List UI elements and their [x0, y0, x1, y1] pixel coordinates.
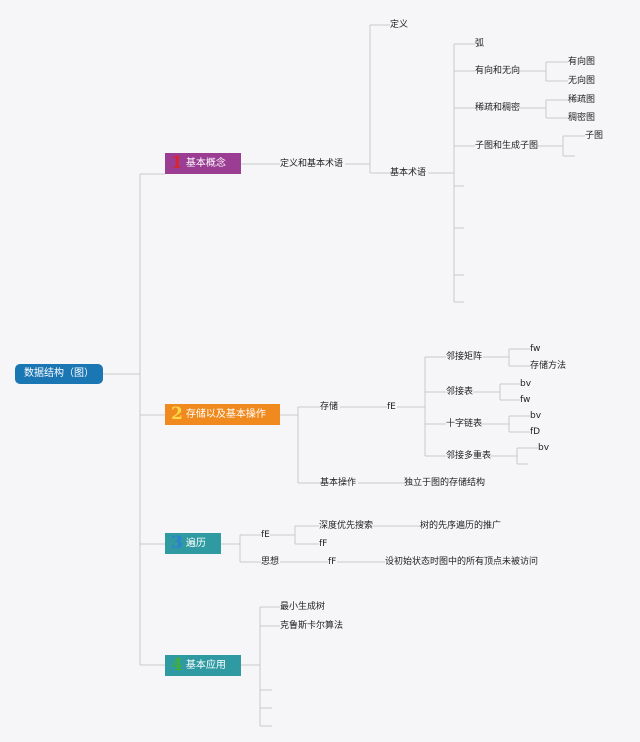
node-adjacency-matrix[interactable]: 邻接矩阵 [446, 352, 483, 362]
node-idea[interactable]: 思想 [261, 557, 280, 567]
node-dfs-note[interactable]: 树的先序遍历的推广 [420, 521, 502, 531]
node-dfs[interactable]: 深度优先搜索 [319, 521, 374, 531]
node-directed-undirected[interactable]: 有向和无向 [475, 66, 521, 76]
node-adjacency-matrix-b[interactable]: 存储方法 [530, 361, 567, 371]
node-adjacency-multilist-a[interactable]: bv [538, 443, 550, 453]
node-minimum-spanning-tree[interactable]: 最小生成树 [280, 602, 326, 612]
node-adjacency-list-b[interactable]: fw [520, 395, 531, 405]
node-traversal-fe[interactable]: fE [261, 530, 270, 540]
node-basic-operations[interactable]: 基本操作 [320, 478, 357, 488]
node-idea-note[interactable]: 设初始状态时图中的所有顶点未被访问 [385, 557, 539, 567]
node-sparse-dense[interactable]: 稀疏和稠密 [475, 103, 521, 113]
node-undirected-graph[interactable]: 无向图 [568, 76, 596, 86]
node-orthogonal-list-b[interactable]: fD [530, 427, 541, 437]
node-traversal-ff[interactable]: fF [319, 539, 328, 549]
node-kruskal[interactable]: 克鲁斯卡尔算法 [280, 621, 344, 631]
topic-label: 存储以及基本操作 [185, 409, 266, 420]
node-adjacency-list[interactable]: 邻接表 [446, 387, 474, 397]
topic-label: 遍历 [185, 538, 206, 549]
node-basic-terms[interactable]: 基本术语 [390, 168, 427, 178]
topic-label: 基本概念 [185, 158, 226, 169]
node-definition[interactable]: 定义 [390, 20, 409, 30]
node-directed-graph[interactable]: 有向图 [568, 57, 596, 67]
node-sparse-graph[interactable]: 稀疏图 [568, 95, 596, 105]
node-orthogonal-list-a[interactable]: bv [530, 411, 542, 421]
node-adjacency-multilist[interactable]: 邻接多重表 [446, 451, 492, 461]
node-adjacency-matrix-a[interactable]: fw [530, 344, 541, 354]
node-arc[interactable]: 弧 [475, 39, 485, 49]
node-basic-operations-note[interactable]: 独立于图的存储结构 [404, 478, 486, 488]
node-storage-sub[interactable]: fE [387, 402, 396, 412]
node-subgraph-spanning[interactable]: 子图和生成子图 [475, 141, 539, 151]
node-definitions-and-terms[interactable]: 定义和基本术语 [280, 159, 344, 169]
node-dense-graph[interactable]: 稠密图 [568, 113, 596, 123]
node-subgraph[interactable]: 子图 [585, 131, 604, 141]
node-storage[interactable]: 存储 [320, 402, 339, 412]
topic-number: 3 [171, 533, 183, 553]
node-adjacency-list-a[interactable]: bv [520, 379, 532, 389]
node-orthogonal-list[interactable]: 十字链表 [446, 419, 483, 429]
node-idea-ff[interactable]: fF [328, 557, 337, 567]
topic-number: 2 [171, 404, 183, 424]
topic-number: 4 [171, 655, 183, 675]
root-node[interactable]: 数据结构（图） [15, 364, 103, 384]
topic-number: 1 [171, 153, 183, 173]
topic-label: 基本应用 [185, 660, 226, 671]
